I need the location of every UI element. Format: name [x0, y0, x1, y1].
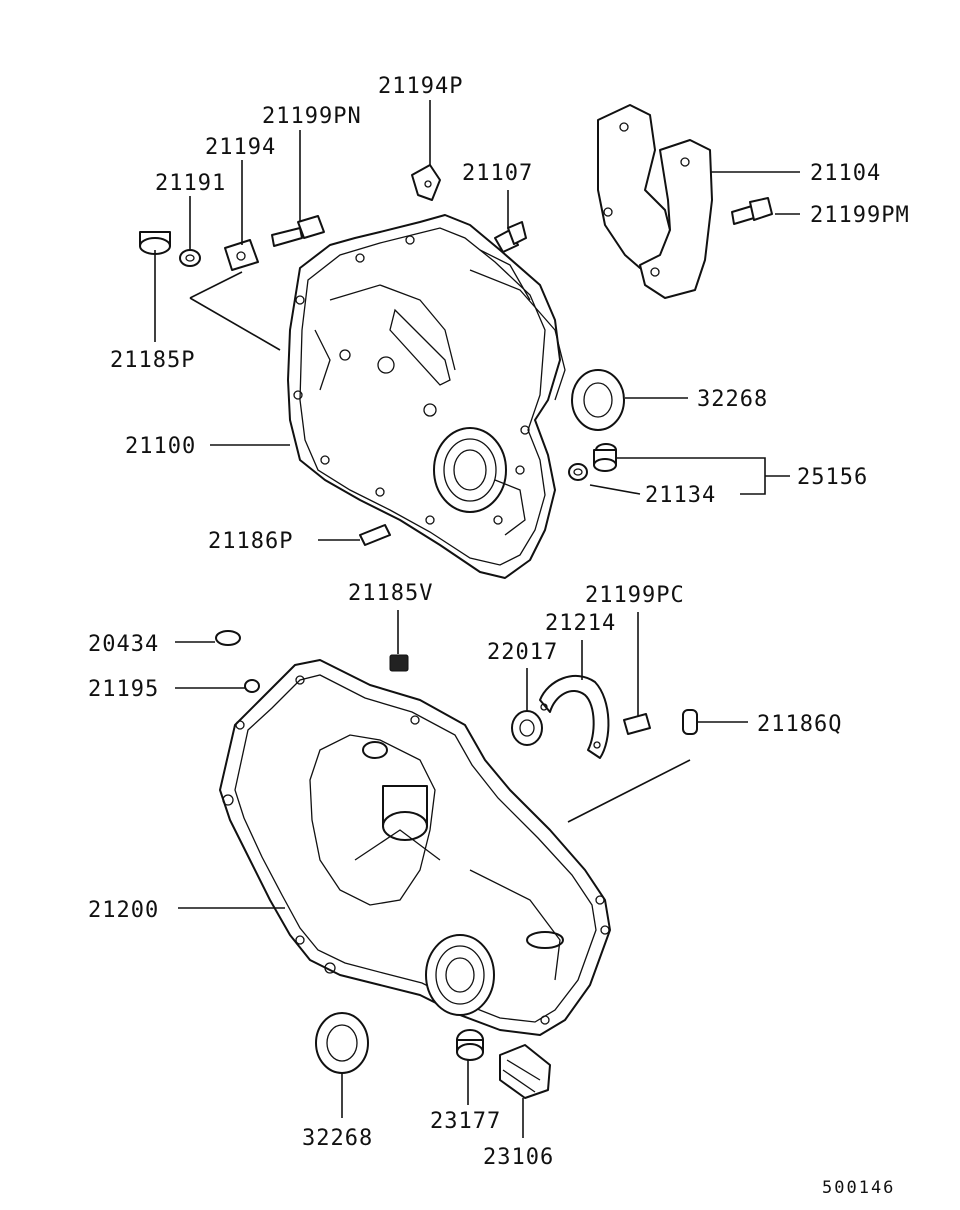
label-25156: 25156 [797, 465, 868, 490]
oil-seal-32268-upper [571, 369, 625, 431]
label-22017: 22017 [487, 640, 558, 665]
label-21185V: 21185V [348, 581, 433, 606]
leader-lines [154, 100, 800, 1138]
bolt-21199PM [731, 197, 773, 225]
boot-23106 [499, 1044, 551, 1099]
label-21186P: 21186P [208, 529, 293, 554]
washer-21191 [179, 249, 201, 267]
label-21100: 21100 [125, 434, 196, 459]
label-21195: 21195 [88, 677, 159, 702]
plug-21185V [389, 654, 409, 672]
label-32268-upper: 32268 [697, 387, 768, 412]
label-32268-lower: 32268 [302, 1126, 373, 1151]
drain-plug-25156 [593, 443, 617, 472]
oil-seal-32268-lower [315, 1012, 369, 1074]
label-21186Q: 21186Q [757, 712, 842, 737]
label-21107: 21107 [462, 161, 533, 186]
retainer-21214 [539, 675, 610, 759]
bolt-21199PN [271, 215, 325, 247]
bolt-21199PC [623, 713, 651, 735]
label-23177: 23177 [430, 1109, 501, 1134]
plug-21185P [139, 231, 171, 255]
bracket-21104 [597, 104, 713, 299]
label-21191: 21191 [155, 171, 226, 196]
label-21185P: 21185P [110, 348, 195, 373]
label-21194: 21194 [205, 135, 276, 160]
diagram-id: 500146 [822, 1178, 895, 1198]
label-21194P: 21194P [378, 74, 463, 99]
label-21200: 21200 [88, 898, 159, 923]
label-23106: 23106 [483, 1145, 554, 1170]
plug-23177 [456, 1029, 484, 1061]
label-21199PM: 21199PM [810, 203, 910, 228]
ring-20434 [215, 630, 241, 646]
pin-21186P [359, 524, 391, 546]
part-21195 [244, 679, 260, 693]
gasket-21134 [568, 463, 588, 481]
pin-21186Q [682, 709, 698, 735]
label-21199PC: 21199PC [585, 583, 685, 608]
clutch-housing-21200 [219, 659, 611, 1036]
label-21214: 21214 [545, 611, 616, 636]
seal-22017 [511, 710, 543, 746]
label-21104: 21104 [810, 161, 881, 186]
clip-21194P [411, 164, 441, 201]
label-21199PN: 21199PN [262, 104, 362, 129]
label-20434: 20434 [88, 632, 159, 657]
fitting-21107 [494, 221, 527, 253]
transmission-case-21100 [287, 214, 566, 579]
label-21134: 21134 [645, 483, 716, 508]
